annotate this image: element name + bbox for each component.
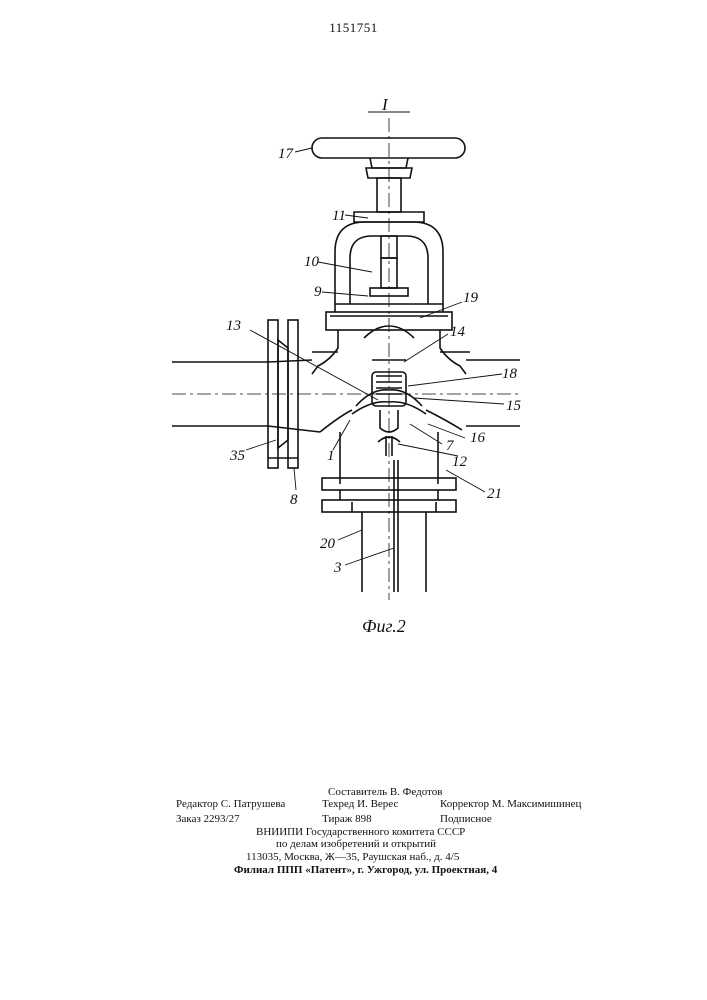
label-21: 21 bbox=[487, 486, 502, 502]
footer-order: Заказ 2293/27 bbox=[176, 813, 240, 826]
footer-techred: Техред И. Верес bbox=[322, 798, 398, 811]
label-15: 15 bbox=[506, 398, 522, 414]
footer-subscription: Подписное bbox=[440, 813, 492, 826]
valve-drawing: I 17 11 10 9 19 13 14 18 15 16 7 12 21 3… bbox=[0, 0, 707, 700]
label-12: 12 bbox=[452, 454, 468, 470]
footer-corrector: Корректор М. Максимишинец bbox=[440, 798, 581, 811]
figure-caption: Фиг.2 bbox=[362, 616, 406, 636]
label-17: 17 bbox=[278, 146, 295, 162]
footer-org-line2: по делам изобретений и открытий bbox=[276, 838, 436, 851]
label-8: 8 bbox=[290, 492, 298, 508]
section-mark: I bbox=[381, 95, 389, 114]
footer-address: 113035, Москва, Ж—35, Раушская наб., д. … bbox=[246, 851, 459, 864]
label-9: 9 bbox=[314, 284, 322, 300]
label-3: 3 bbox=[333, 560, 342, 576]
footer-editor: Редактор С. Патрушева bbox=[176, 798, 285, 811]
label-7: 7 bbox=[446, 438, 455, 454]
label-13: 13 bbox=[226, 318, 241, 334]
label-19: 19 bbox=[463, 290, 479, 306]
label-20: 20 bbox=[320, 536, 336, 552]
footer-circulation: Тираж 898 bbox=[322, 813, 372, 826]
label-11: 11 bbox=[332, 208, 346, 224]
label-10: 10 bbox=[304, 254, 320, 270]
label-16: 16 bbox=[470, 430, 486, 446]
label-14: 14 bbox=[450, 324, 466, 340]
label-18: 18 bbox=[502, 366, 518, 382]
label-35: 35 bbox=[229, 448, 246, 464]
footer-branch: Филиал ППП «Патент», г. Ужгород, ул. Про… bbox=[234, 864, 497, 877]
label-1: 1 bbox=[327, 448, 335, 464]
